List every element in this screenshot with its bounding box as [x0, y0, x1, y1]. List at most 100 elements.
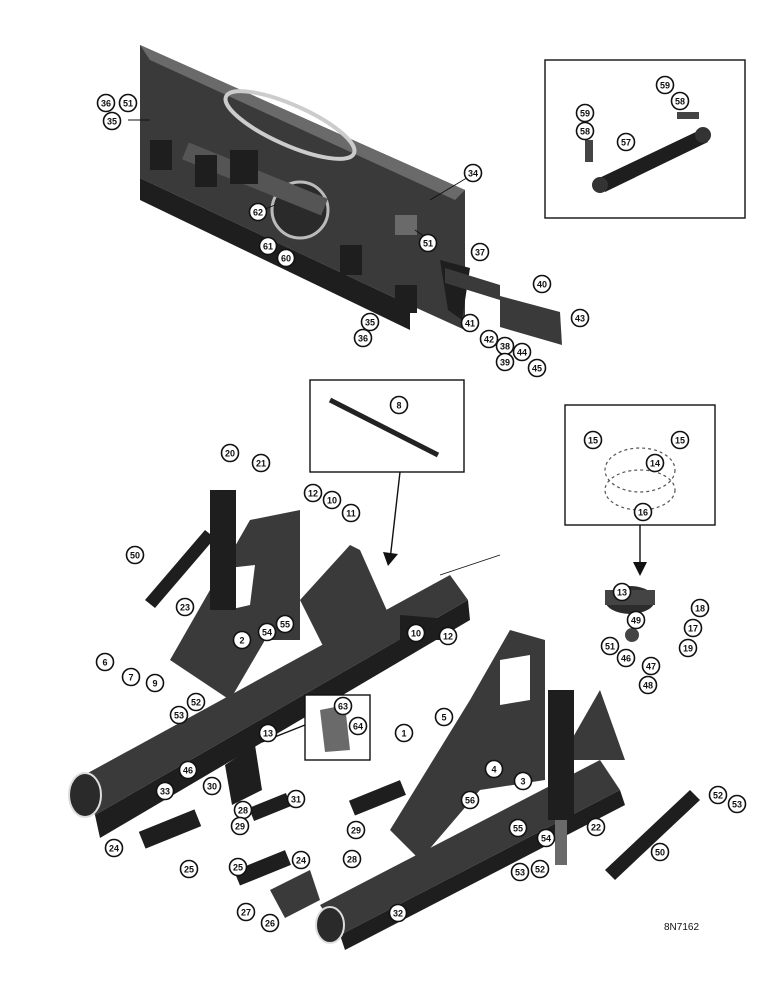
callout-13: 13 — [612, 582, 632, 602]
callout-45: 45 — [527, 358, 547, 378]
callout-29: 29 — [346, 820, 366, 840]
callout-label: 49 — [631, 616, 641, 626]
callout-58: 58 — [670, 91, 690, 111]
callout-label: 58 — [675, 97, 685, 107]
callout-43: 43 — [570, 308, 590, 328]
brace-link — [585, 112, 711, 193]
callout-51: 51 — [418, 233, 438, 253]
callout-label: 57 — [621, 138, 631, 148]
callout-label: 27 — [241, 908, 251, 918]
callout-16: 16 — [633, 502, 653, 522]
inset-brace-box — [544, 59, 746, 219]
callout-35: 35 — [360, 312, 380, 332]
callout-39: 39 — [495, 352, 515, 372]
strap-parts — [138, 745, 406, 918]
callout-label: 60 — [281, 254, 291, 264]
callout-40: 40 — [532, 274, 552, 294]
callout-label: 15 — [675, 436, 685, 446]
callout-label: 29 — [351, 826, 361, 836]
callout-38: 38 — [495, 336, 515, 356]
callout-59: 59 — [655, 75, 675, 95]
callout-label: 41 — [465, 319, 475, 329]
callout-52: 52 — [186, 692, 206, 712]
callout-label: 46 — [183, 766, 193, 776]
callout-59: 59 — [575, 103, 595, 123]
callout-27: 27 — [236, 902, 256, 922]
callout-52: 52 — [708, 785, 728, 805]
callout-label: 4 — [491, 765, 496, 775]
callout-15: 15 — [670, 430, 690, 450]
callout-label: 51 — [123, 99, 133, 109]
callout-50: 50 — [125, 545, 145, 565]
callout-label: 11 — [346, 509, 356, 519]
callout-label: 37 — [475, 248, 485, 258]
callout-label: 56 — [465, 796, 475, 806]
callout-30: 30 — [202, 776, 222, 796]
callout-label: 5 — [441, 713, 446, 723]
callout-53: 53 — [727, 794, 747, 814]
right-lift-bracket — [390, 630, 545, 860]
callout-label: 7 — [128, 673, 133, 683]
callout-label: 28 — [238, 806, 248, 816]
callout-10: 10 — [322, 490, 342, 510]
callout-20: 20 — [220, 443, 240, 463]
callout-4: 4 — [484, 759, 504, 779]
callout-label: 47 — [646, 662, 656, 672]
callout-29: 29 — [230, 816, 250, 836]
callout-58: 58 — [575, 121, 595, 141]
callout-label: 29 — [235, 822, 245, 832]
left-lift-cylinder — [145, 530, 215, 608]
callout-label: 51 — [605, 642, 615, 652]
callout-label: 6 — [102, 658, 107, 668]
callout-24: 24 — [291, 850, 311, 870]
callout-label: 24 — [109, 844, 119, 854]
callout-14: 14 — [645, 453, 665, 473]
callout-34: 34 — [463, 163, 483, 183]
callout-label: 46 — [621, 654, 631, 664]
callout-31: 31 — [286, 789, 306, 809]
callout-label: 51 — [423, 239, 433, 249]
callout-label: 22 — [591, 823, 601, 833]
callout-3: 3 — [513, 771, 533, 791]
callout-11: 11 — [341, 503, 361, 523]
callout-6: 6 — [95, 652, 115, 672]
callout-28: 28 — [342, 849, 362, 869]
callout-53: 53 — [169, 705, 189, 725]
callout-12: 12 — [438, 626, 458, 646]
callout-label: 25 — [233, 863, 243, 873]
callout-label: 58 — [580, 127, 590, 137]
callout-label: 19 — [683, 644, 693, 654]
callout-36: 36 — [96, 93, 116, 113]
callout-label: 33 — [160, 787, 170, 797]
callout-63: 63 — [333, 696, 353, 716]
callout-54: 54 — [257, 622, 277, 642]
callout-label: 55 — [280, 620, 290, 630]
callout-64: 64 — [348, 716, 368, 736]
callout-28: 28 — [233, 800, 253, 820]
callout-22: 22 — [586, 817, 606, 837]
callout-label: 38 — [500, 342, 510, 352]
callout-48: 48 — [638, 675, 658, 695]
callout-label: 53 — [174, 711, 184, 721]
callout-53: 53 — [510, 862, 530, 882]
callout-54: 54 — [536, 828, 556, 848]
right-lift-cylinder — [548, 690, 574, 865]
callout-label: 44 — [517, 348, 527, 358]
callout-60: 60 — [276, 248, 296, 268]
callout-26: 26 — [260, 913, 280, 933]
dozer-blade — [140, 45, 470, 330]
callout-label: 63 — [338, 702, 348, 712]
callout-label: 52 — [713, 791, 723, 801]
callout-label: 59 — [580, 109, 590, 119]
callout-9: 9 — [145, 673, 165, 693]
callout-label: 2 — [239, 636, 244, 646]
callout-label: 43 — [575, 314, 585, 324]
callout-label: 10 — [327, 496, 337, 506]
left-lift-bracket — [170, 490, 300, 700]
callout-57: 57 — [616, 132, 636, 152]
callout-44: 44 — [512, 342, 532, 362]
callout-5: 5 — [434, 707, 454, 727]
callout-52: 52 — [530, 859, 550, 879]
